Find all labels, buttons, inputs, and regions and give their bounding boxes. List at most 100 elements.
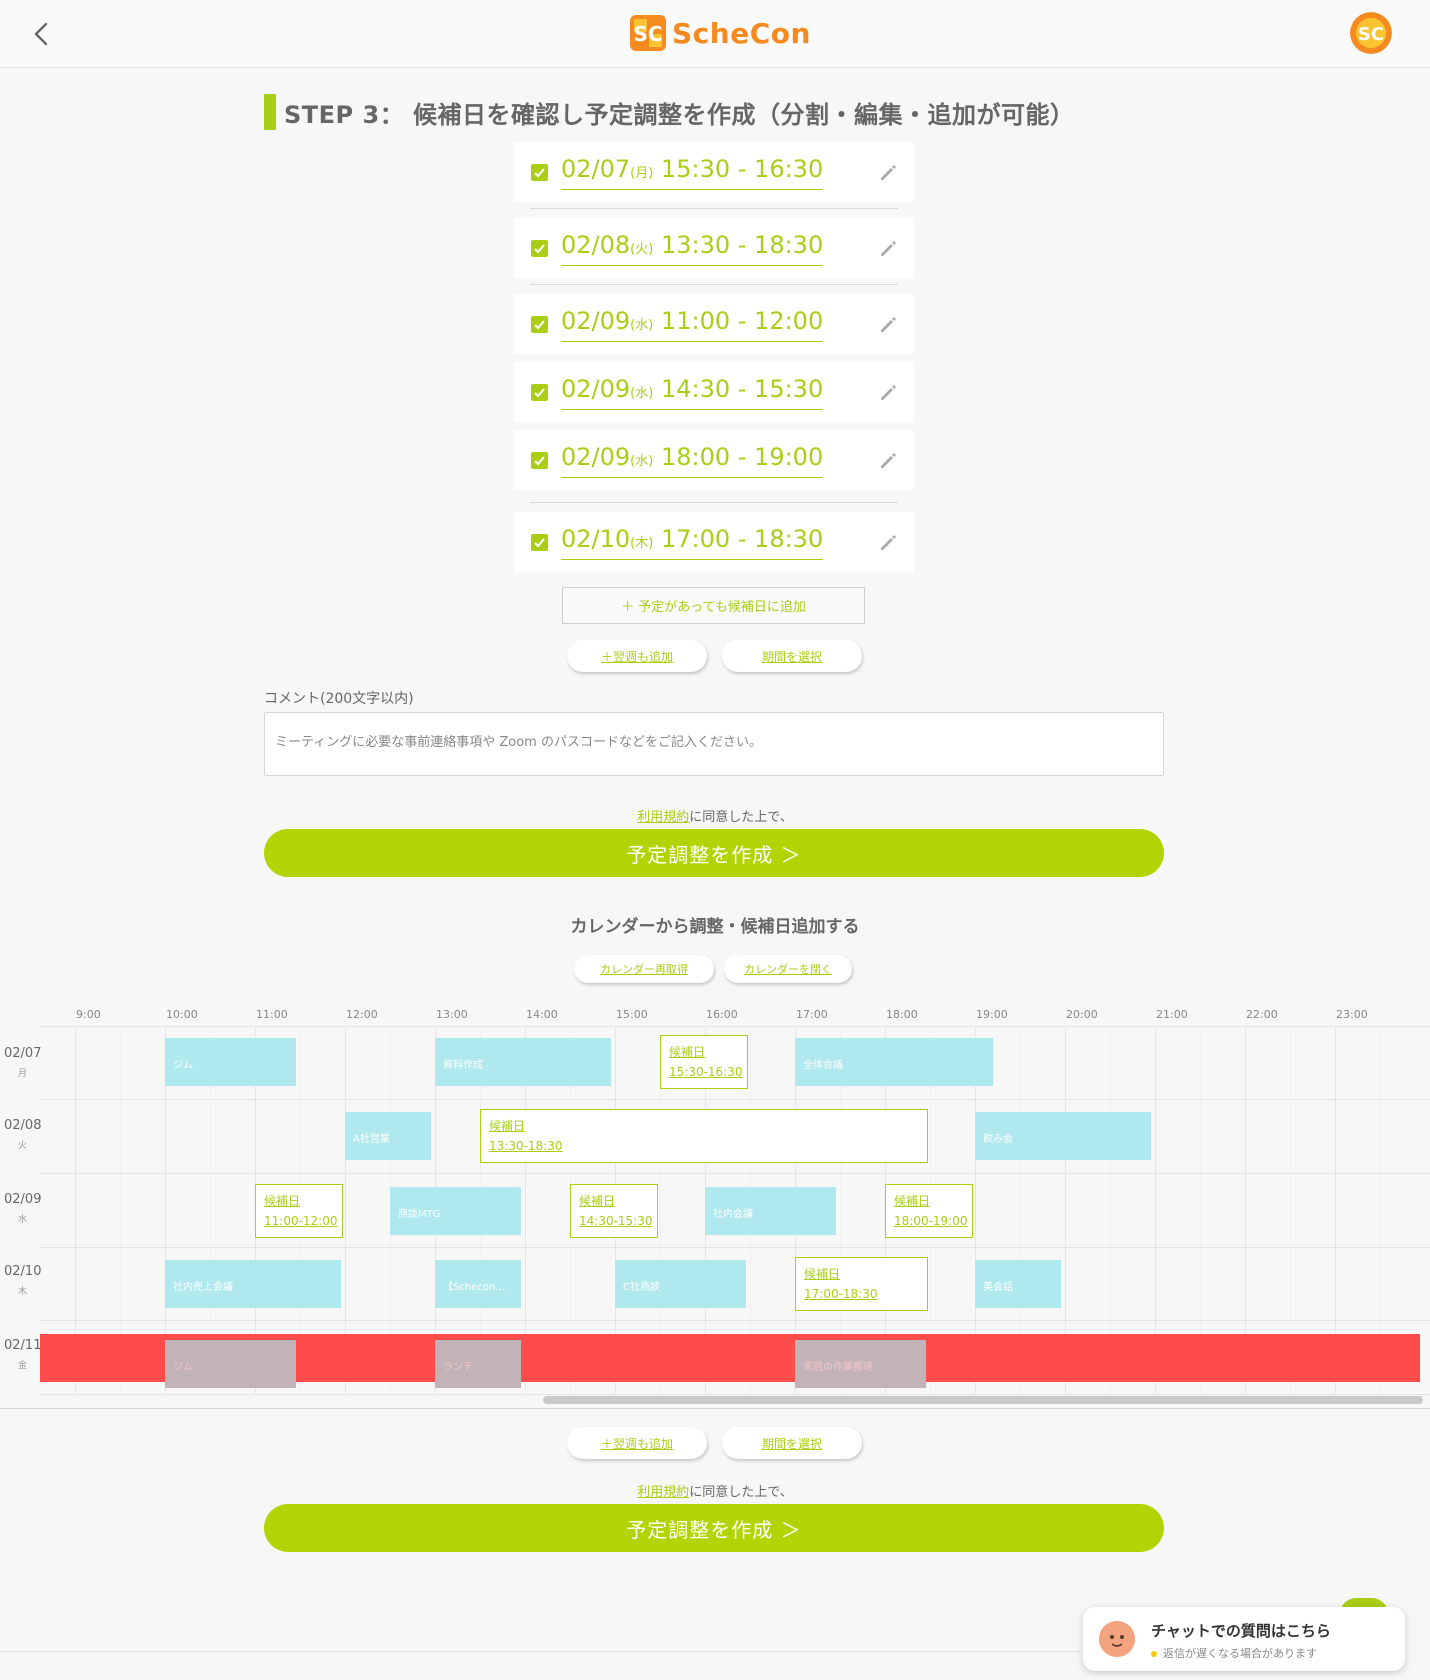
grid-line bbox=[120, 1028, 121, 1394]
hour-label: 10:00 bbox=[166, 1008, 198, 1021]
select-period-button[interactable]: 期間を選択 bbox=[722, 640, 862, 672]
back-chevron-icon[interactable] bbox=[30, 20, 54, 48]
chat-subtitle: 返信が遅くなる場合があります bbox=[1151, 1645, 1317, 1661]
day-weekday-label: 水 bbox=[18, 1215, 28, 1225]
row-divider bbox=[40, 1320, 1430, 1321]
divider bbox=[530, 284, 898, 285]
day-date-label: 02/09 bbox=[4, 1192, 42, 1207]
edit-pencil-icon[interactable] bbox=[877, 532, 899, 554]
candidate-checkbox[interactable] bbox=[531, 164, 548, 181]
hour-label: 17:00 bbox=[796, 1008, 828, 1021]
calendar-event[interactable]: A社営業 bbox=[345, 1112, 431, 1160]
candidate-checkbox[interactable] bbox=[531, 534, 548, 551]
day-weekday-label: 火 bbox=[18, 1141, 28, 1151]
terms-notice-bottom: 利用規約に同意した上で、 bbox=[637, 1485, 793, 1500]
candidate-datetime[interactable]: 02/09(水) 14:30 - 15:30 bbox=[561, 374, 824, 410]
grid-line bbox=[210, 1028, 211, 1394]
row-divider bbox=[40, 1247, 1430, 1248]
row-divider bbox=[40, 1394, 1430, 1395]
calendar-event[interactable]: ジム bbox=[165, 1340, 296, 1388]
select-period-button-bottom[interactable]: 期間を選択 bbox=[722, 1427, 862, 1459]
chat-widget[interactable]: チャットでの質問はこちら 返信が遅くなる場合があります bbox=[1083, 1607, 1405, 1671]
refetch-calendar-button[interactable]: カレンダー再取得 bbox=[574, 955, 714, 983]
hour-label: 19:00 bbox=[976, 1008, 1008, 1021]
comment-input[interactable] bbox=[264, 712, 1164, 776]
grid-line bbox=[1065, 1028, 1066, 1394]
avatar-text: SC bbox=[1358, 24, 1384, 45]
add-next-week-button[interactable]: ＋翌週も追加 bbox=[567, 640, 707, 672]
edit-pencil-icon[interactable] bbox=[877, 314, 899, 336]
edit-pencil-icon[interactable] bbox=[877, 382, 899, 404]
create-schedule-button[interactable]: 予定調整を作成 ＞ bbox=[264, 829, 1164, 877]
calendar-grid: 9:00 10:00 11:00 12:00 13:00 14:00 15:00… bbox=[0, 1000, 1430, 1410]
candidate-checkbox[interactable] bbox=[531, 452, 548, 469]
candidate-card[interactable]: 02/09(水) 18:00 - 19:00 bbox=[514, 430, 914, 490]
comment-label: コメント(200文字以内) bbox=[264, 691, 414, 707]
candidate-datetime[interactable]: 02/10(木) 17:00 - 18:30 bbox=[561, 524, 824, 560]
candidate-datetime[interactable]: 02/09(水) 18:00 - 19:00 bbox=[561, 442, 824, 478]
hour-label: 11:00 bbox=[256, 1008, 288, 1021]
divider bbox=[530, 208, 898, 209]
candidate-card[interactable]: 02/10(木) 17:00 - 18:30 bbox=[514, 512, 914, 572]
day-weekday-label: 金 bbox=[18, 1361, 28, 1371]
grid-line bbox=[975, 1028, 976, 1394]
row-divider bbox=[40, 1026, 1430, 1027]
schecon-logo[interactable]: SC ScheCon bbox=[628, 12, 811, 54]
add-next-week-button-bottom[interactable]: ＋翌週も追加 bbox=[567, 1427, 707, 1459]
grid-line bbox=[1245, 1028, 1246, 1394]
logo-mark-text: SC bbox=[633, 22, 662, 46]
terms-link[interactable]: 利用規約 bbox=[637, 810, 690, 825]
logo-text: ScheCon bbox=[672, 16, 811, 50]
candidate-datetime[interactable]: 02/08(火) 13:30 - 18:30 bbox=[561, 230, 824, 266]
calendar-event[interactable]: 資料作成 bbox=[435, 1038, 611, 1086]
edit-pencil-icon[interactable] bbox=[877, 450, 899, 472]
user-avatar[interactable]: SC bbox=[1350, 12, 1392, 54]
hour-label: 21:00 bbox=[1156, 1008, 1188, 1021]
candidate-card[interactable]: 02/07(月) 15:30 - 16:30 bbox=[514, 142, 914, 202]
candidate-datetime[interactable]: 02/07(月) 15:30 - 16:30 bbox=[561, 154, 824, 190]
day-date-label: 02/10 bbox=[4, 1264, 42, 1279]
calendar-event[interactable]: C社商談 bbox=[615, 1260, 746, 1308]
calendar-event[interactable]: 商談MTG bbox=[390, 1187, 521, 1235]
candidate-card[interactable]: 02/09(水) 14:30 - 15:30 bbox=[514, 362, 914, 422]
grid-line bbox=[1380, 1028, 1381, 1394]
edit-pencil-icon[interactable] bbox=[877, 162, 899, 184]
calendar-event[interactable]: 社内売上会議 bbox=[165, 1260, 341, 1308]
calendar-event[interactable]: 【Schecon… bbox=[435, 1260, 521, 1308]
day-date-label: 02/11 bbox=[4, 1338, 42, 1353]
hour-label: 15:00 bbox=[616, 1008, 648, 1021]
footer-divider bbox=[0, 1651, 1080, 1652]
candidate-card[interactable]: 02/08(火) 13:30 - 18:30 bbox=[514, 218, 914, 278]
candidate-checkbox[interactable] bbox=[531, 240, 548, 257]
grid-line bbox=[1200, 1028, 1201, 1394]
calendar-event[interactable]: 英会話 bbox=[975, 1260, 1061, 1308]
candidate-datetime[interactable]: 02/09(水) 11:00 - 12:00 bbox=[561, 306, 824, 342]
hour-label: 9:00 bbox=[76, 1008, 101, 1021]
calendar-event[interactable]: 来週の作業整理 bbox=[795, 1340, 926, 1388]
terms-link[interactable]: 利用規約 bbox=[637, 1485, 690, 1500]
edit-pencil-icon[interactable] bbox=[877, 238, 899, 260]
day-weekday-label: 木 bbox=[18, 1287, 28, 1297]
grid-line bbox=[660, 1028, 661, 1394]
hour-label: 13:00 bbox=[436, 1008, 468, 1021]
calendar-event[interactable]: 飲み会 bbox=[975, 1112, 1151, 1160]
grid-line bbox=[1110, 1028, 1111, 1394]
calendar-event[interactable]: ジム bbox=[165, 1038, 296, 1086]
create-schedule-button-bottom[interactable]: 予定調整を作成 ＞ bbox=[264, 1504, 1164, 1552]
calendar-event[interactable]: ランチ bbox=[435, 1340, 521, 1388]
calendar-event[interactable]: 全体会議 bbox=[795, 1038, 993, 1086]
calendar-scrollbar[interactable] bbox=[543, 1396, 1423, 1404]
calendar-event[interactable]: 社内会議 bbox=[705, 1187, 836, 1235]
candidate-checkbox[interactable] bbox=[531, 316, 548, 333]
candidate-checkbox[interactable] bbox=[531, 384, 548, 401]
candidate-card[interactable]: 02/09(水) 11:00 - 12:00 bbox=[514, 294, 914, 354]
close-calendar-button[interactable]: カレンダーを閉く bbox=[724, 955, 852, 983]
grid-line bbox=[840, 1028, 841, 1394]
add-candidate-anyway-button[interactable]: ＋ 予定があっても候補日に追加 bbox=[562, 587, 865, 624]
